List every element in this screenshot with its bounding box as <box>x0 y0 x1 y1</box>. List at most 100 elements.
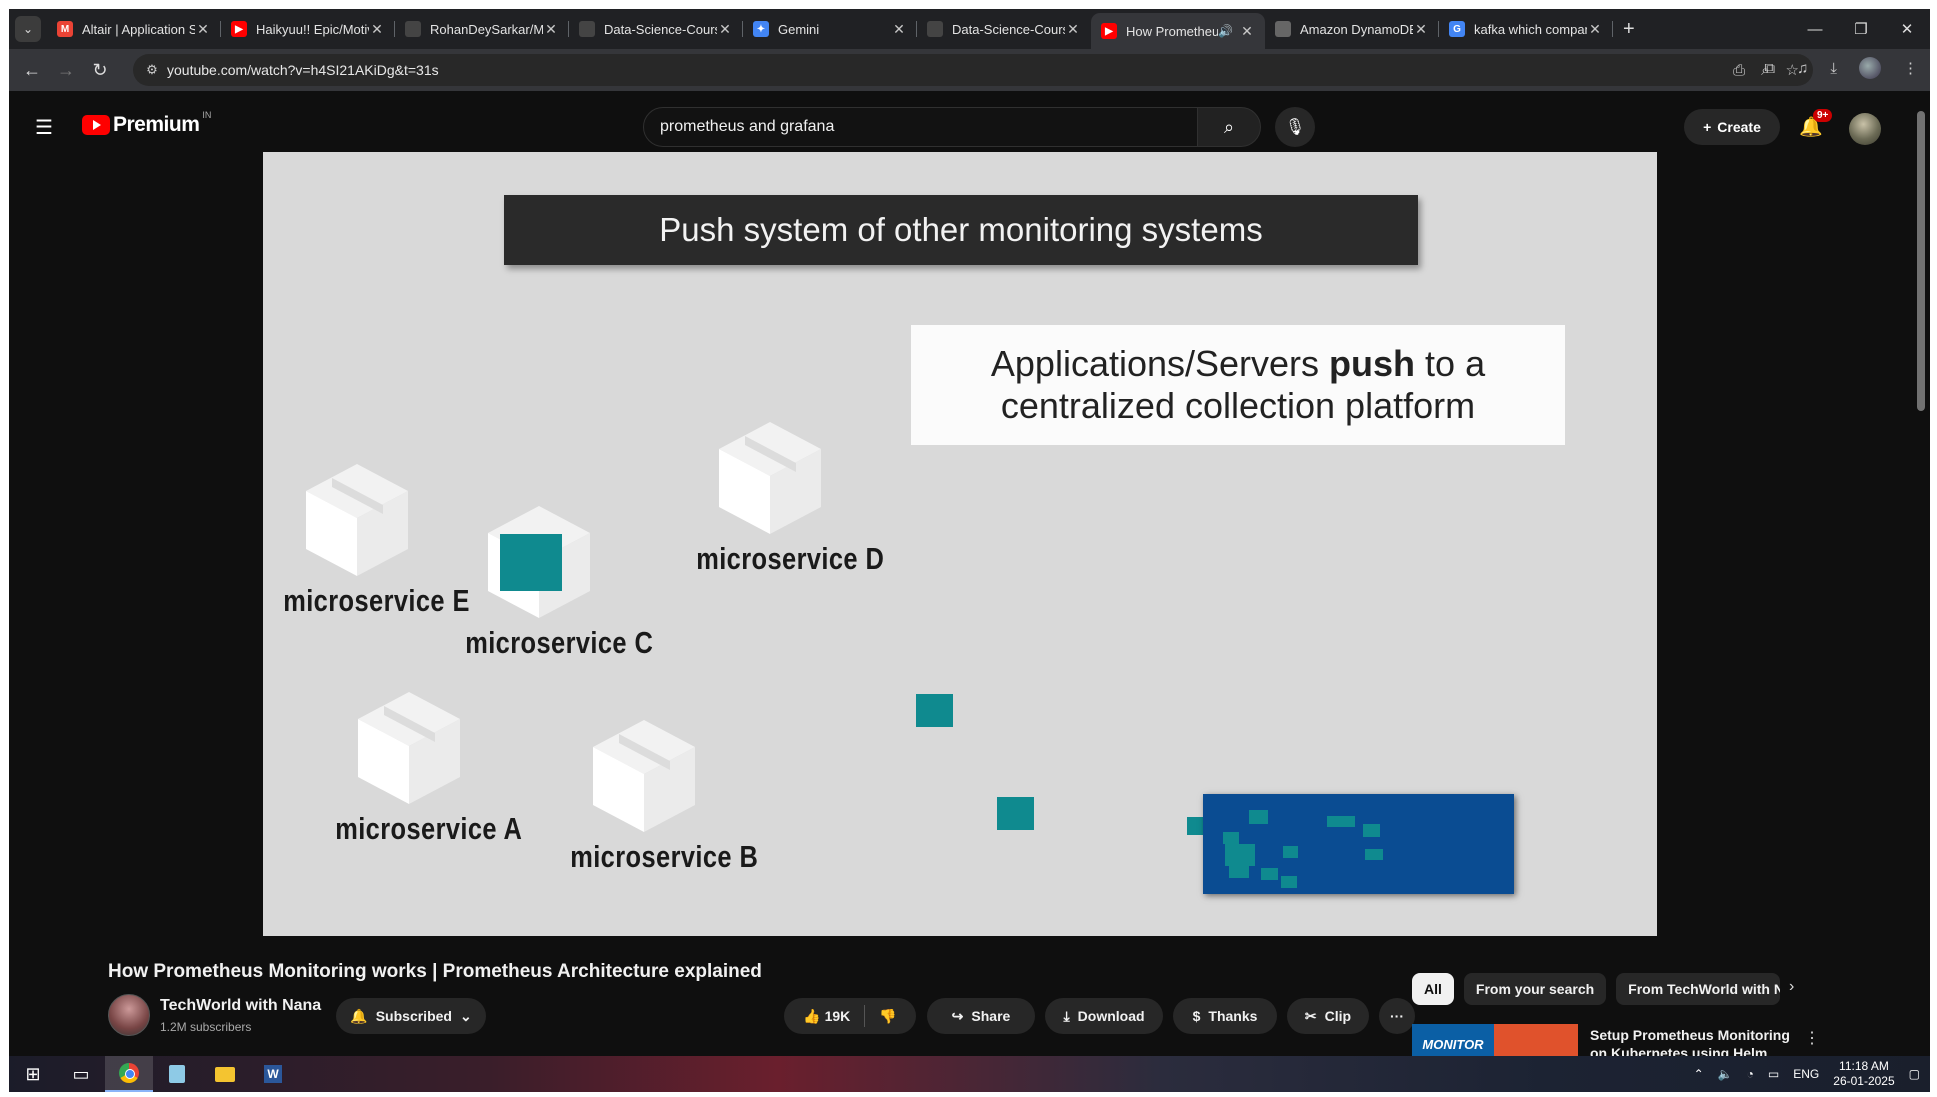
clock[interactable]: 11:18 AM 26-01-2025 <box>1833 1059 1894 1089</box>
clock-date: 26-01-2025 <box>1833 1074 1895 1088</box>
download-button[interactable]: ⤓Download <box>1045 998 1163 1034</box>
tab-close-icon[interactable]: ✕ <box>197 20 209 37</box>
clip-button[interactable]: ✂Clip <box>1287 998 1369 1034</box>
tab-favicon-icon: ✦ <box>753 21 769 37</box>
chip-all[interactable]: All <box>1412 973 1454 1005</box>
youtube-premium-logo[interactable]: Premium IN <box>82 110 212 137</box>
thanks-button[interactable]: $Thanks <box>1173 998 1277 1034</box>
wifi-icon[interactable]: ◔ <box>1746 1067 1754 1081</box>
recommended-thumbnail[interactable]: MONITOR <box>1412 1024 1578 1064</box>
window-controls: — ❐ ✕ <box>1792 9 1930 49</box>
site-info-icon[interactable]: ⚙ <box>146 62 158 77</box>
install-app-icon[interactable]: ⎙ <box>1733 61 1746 79</box>
channel-name[interactable]: TechWorld with Nana <box>160 997 322 1014</box>
chip-from-channel[interactable]: From TechWorld with N <box>1616 973 1781 1005</box>
tab-close-icon[interactable]: ✕ <box>1415 20 1427 37</box>
search-input[interactable]: prometheus and grafana ✕ <box>643 107 1233 147</box>
chevron-up-icon[interactable]: ⌃ <box>1693 1067 1704 1081</box>
profile-avatar[interactable] <box>1859 57 1881 79</box>
logo-region: IN <box>202 110 212 120</box>
close-icon[interactable]: ✕ <box>1900 21 1914 38</box>
browser-tab[interactable]: ✦ Gemini ✕ <box>743 13 917 45</box>
browser-tab[interactable]: ▶Haikyuu!! Epic/Motiva✕ <box>221 13 395 45</box>
like-button[interactable]: 👍 19K <box>803 1007 851 1024</box>
volume-icon[interactable]: 🔈 <box>1717 1067 1733 1081</box>
more-horizontal-icon: ··· <box>1390 1008 1404 1024</box>
language-indicator[interactable]: ENG <box>1793 1067 1820 1081</box>
task-view-icon[interactable]: ▭ <box>72 1063 90 1084</box>
browser-tab[interactable]: ▶How Prometheus🔊✕ <box>1091 13 1265 49</box>
tab-close-icon[interactable]: ✕ <box>545 20 557 37</box>
voice-search-button[interactable]: 🎙 <box>1275 107 1315 147</box>
forward-arrow-icon[interactable]: → <box>57 59 75 80</box>
download-label: Download <box>1077 1008 1145 1024</box>
notification-center-icon[interactable]: ▢ <box>1908 1067 1920 1081</box>
chevron-right-icon[interactable]: › <box>1789 978 1795 995</box>
browser-tab[interactable]: RohanDeySarkar/Mis✕ <box>395 13 569 45</box>
dislike-icon[interactable]: 👎 <box>879 1007 897 1024</box>
tab-close-icon[interactable]: ✕ <box>1067 20 1079 37</box>
share-button[interactable]: ↪Share <box>927 998 1035 1034</box>
search-query[interactable]: prometheus and grafana <box>660 118 835 135</box>
battery-icon[interactable]: ▭ <box>1767 1067 1780 1081</box>
video-title: How Prometheus Monitoring works | Promet… <box>108 961 762 982</box>
account-avatar[interactable] <box>1849 113 1881 145</box>
page-scrollbar[interactable] <box>1912 91 1930 1056</box>
extensions-icon[interactable]: ⧉ <box>1764 59 1776 77</box>
browser-toolbar: ← → ↻ ⚙ youtube.com/watch?v=h4SI21AKiDg&… <box>9 49 1930 91</box>
callout-text-post: to a <box>1415 343 1486 384</box>
browser-tab[interactable]: Data-Science-Course✕ <box>569 13 743 45</box>
search-button[interactable]: ⌕ <box>1197 107 1261 147</box>
back-arrow-icon[interactable]: ← <box>23 59 41 80</box>
browser-tab[interactable]: Data-Science-Course✕ <box>917 13 1091 45</box>
tab-favicon-icon <box>579 21 595 37</box>
chip-from-your-search[interactable]: From your search <box>1463 973 1607 1005</box>
tab-title: RohanDeySarkar/Mis <box>430 21 543 37</box>
tab-title: Gemini <box>778 21 820 37</box>
menu-kebab-icon[interactable]: ⋮ <box>1903 60 1918 77</box>
zoom-icon[interactable]: ⌕ <box>1761 61 1770 79</box>
chrome-taskbar-icon[interactable] <box>105 1056 153 1092</box>
file-explorer-icon[interactable] <box>201 1056 249 1092</box>
notifications-bell-icon[interactable]: 🔔 <box>1799 117 1823 138</box>
create-button[interactable]: +Create <box>1684 109 1780 145</box>
tab-close-icon[interactable]: ✕ <box>1241 22 1253 39</box>
tab-search-button[interactable]: ⌄ <box>15 16 41 42</box>
download-icon[interactable]: ⤓ <box>1830 59 1837 77</box>
microservice-e: microservice E <box>267 462 469 619</box>
notepad-taskbar-icon[interactable] <box>153 1056 201 1092</box>
address-bar[interactable]: ⚙ youtube.com/watch?v=h4SI21AKiDg&t=31s … <box>133 54 1813 86</box>
browser-tab[interactable]: Amazon DynamoDB✕ <box>1265 13 1439 45</box>
word-taskbar-icon[interactable]: W <box>249 1056 297 1092</box>
tab-close-icon[interactable]: ✕ <box>1589 20 1601 37</box>
url-text[interactable]: youtube.com/watch?v=h4SI21AKiDg&t=31s <box>167 62 439 78</box>
clock-time: 11:18 AM <box>1839 1059 1889 1073</box>
more-actions-button[interactable]: ··· <box>1379 998 1415 1034</box>
reload-icon[interactable]: ↻ <box>92 59 108 80</box>
tab-favicon-icon: G <box>1449 21 1465 37</box>
scrollbar-thumb[interactable] <box>1917 111 1925 411</box>
youtube-header: ☰ Premium IN prometheus and grafana ✕ ⌕ … <box>9 91 1930 161</box>
bookmark-star-icon[interactable]: ☆ <box>1785 62 1799 79</box>
more-vertical-icon[interactable]: ⋮ <box>1804 1030 1820 1047</box>
share-label: Share <box>971 1008 1011 1024</box>
youtube-play-icon <box>82 115 110 135</box>
new-tab-button[interactable]: + <box>1623 17 1635 40</box>
tab-close-icon[interactable]: ✕ <box>893 20 905 37</box>
tab-close-icon[interactable]: ✕ <box>371 20 383 37</box>
data-packet <box>997 797 1034 830</box>
hamburger-menu-icon[interactable]: ☰ <box>35 117 53 139</box>
channel-avatar[interactable] <box>108 994 150 1036</box>
video-player[interactable]: Push system of other monitoring systems … <box>263 152 1657 936</box>
minimize-icon[interactable]: — <box>1807 20 1823 38</box>
subscribed-button[interactable]: 🔔 Subscribed ⌄ <box>336 998 486 1034</box>
tab-audio-icon[interactable]: 🔊 <box>1218 24 1233 38</box>
windows-start-icon[interactable]: ⊞ <box>25 1063 41 1084</box>
restore-icon[interactable]: ❐ <box>1854 21 1868 38</box>
tab-close-icon[interactable]: ✕ <box>719 20 731 37</box>
media-control-icon[interactable]: ♫ <box>1797 59 1809 77</box>
clip-label: Clip <box>1324 1008 1352 1024</box>
